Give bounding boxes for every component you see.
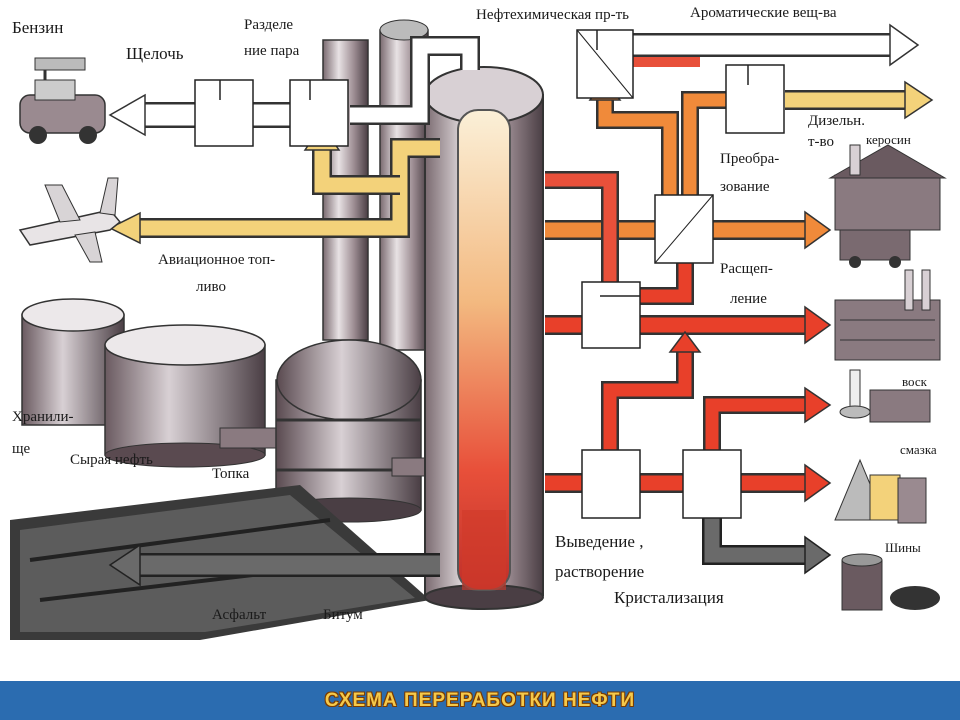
label-separation-line1: Разделе [244,17,294,33]
label-diesel-line2: т-во [808,134,835,150]
label-kerosene: керосин [866,132,911,147]
label-asphalt: Асфальт [212,607,267,623]
label-storage-line1: Хранили- [12,409,74,425]
label-wax: воск [902,374,927,389]
process-box-steam-separation [289,79,349,147]
label-aromatics: Ароматические вещ-ва [690,5,837,21]
label-aviation-line1: Авиационное топ- [158,252,276,268]
car-icon [19,57,106,144]
label-crystallization: Кристализация [614,588,724,607]
arrows-dark [108,515,832,587]
factory-icon [834,269,941,361]
label-tyres: Шины [885,540,921,555]
airplane-icon [18,177,122,263]
arrows-top-right [633,23,934,120]
distillation-column [424,66,544,610]
label-separation-line2: ние пара [244,43,300,59]
label-storage-line2: ще [12,441,31,457]
pipes-white [350,36,480,125]
label-crude-oil: Сырая нефть [70,452,153,468]
pipes-yellow [108,123,440,245]
houses-icon [828,144,947,268]
label-diesel-line1: Дизельн. [808,113,865,129]
label-alkali: Щелочь [126,44,184,63]
label-bitumen: Битум [323,607,363,623]
process-box-extraction [581,449,641,519]
tyres-icon [841,553,940,611]
diagram-canvas [10,19,947,640]
process-box-crystallization [682,449,742,519]
grease-cans-icon [834,458,927,524]
process-box-aromatics [725,64,785,134]
label-conversion-line1: Преобра- [720,151,780,167]
label-extraction-line1: Выведение , [555,532,644,551]
label-aviation-line2: ливо [196,279,226,295]
diagram-title: СХЕМА ПЕРЕРАБОТКИ НЕФТИ [324,690,636,711]
label-extraction-line2: растворение [555,562,645,581]
label-petrochemical: Нефтехимическая пр-ть [476,7,629,23]
label-cracking-line2: ление [730,291,767,307]
wax-candle-icon [839,369,931,423]
label-grease: смазка [900,442,937,457]
process-boxes [194,29,785,519]
process-box-alkali [194,79,254,147]
title-bar [0,681,960,720]
label-conversion-line2: зование [720,179,770,195]
label-furnace: Топка [212,466,250,482]
label-cracking-line1: Расщеп- [720,261,773,277]
process-box-cracking [581,281,641,349]
label-benzin: Бензин [12,18,64,37]
